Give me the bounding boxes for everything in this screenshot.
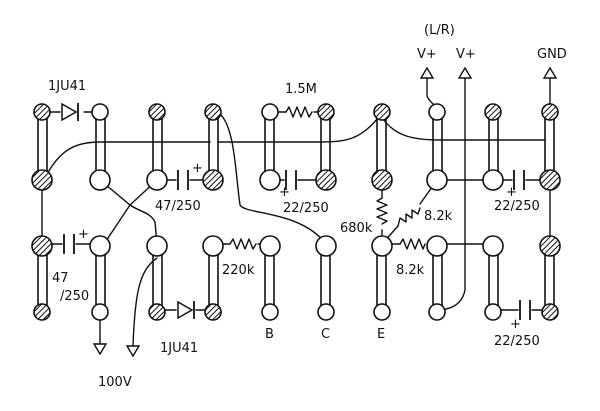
vplus-2-arrow-icon (457, 66, 473, 79)
label-supply-100v: 100V (98, 375, 132, 390)
plus-sign-cap-left: + (78, 227, 89, 242)
label-capacitor-47-left-b: /250 (60, 289, 89, 304)
plus-sign-cap-22-mid: + (279, 185, 290, 200)
gnd-arrow-icon (542, 66, 558, 79)
label-gnd: GND (537, 47, 567, 62)
capacitor-47-250-left (63, 234, 75, 254)
label-diode-bottom: 1JU41 (160, 341, 198, 356)
capacitor-22-250-right-top (513, 170, 525, 190)
label-lr: (L/R) (424, 23, 455, 38)
label-resistor-220k: 220k (222, 263, 255, 278)
label-capacitor-22-250-right-top: 22/250 (494, 199, 540, 214)
diode-bottom (177, 300, 195, 320)
label-pin-c: C (321, 327, 330, 342)
label-vplus-2: V+ (456, 47, 476, 62)
label-pin-e: E (377, 327, 385, 342)
label-vplus-1: V+ (417, 47, 437, 62)
plus-sign-cap-right-top: + (506, 185, 517, 200)
capacitor-22-250-right-bottom (519, 300, 531, 320)
terminal-posts (31, 103, 561, 321)
label-resistor-8-2k-top: 8.2k (424, 209, 453, 224)
capacitor-47-250-mid (177, 170, 189, 190)
label-resistor-1-5m: 1.5M (285, 82, 317, 97)
plus-sign-cap-mid: + (192, 161, 203, 176)
output-arrow-left-icon (92, 343, 108, 356)
label-resistor-680k: 680k (340, 221, 373, 236)
label-capacitor-22-250-mid: 22/250 (283, 201, 329, 216)
label-capacitor-47-250-mid: 47/250 (155, 199, 201, 214)
plus-sign-cap-right-bottom: + (510, 317, 521, 332)
components (61, 66, 558, 358)
label-diode-top: 1JU41 (48, 79, 86, 94)
resistor-1-5m (285, 106, 313, 118)
vplus-1-arrow-icon (419, 66, 435, 79)
label-capacitor-22-250-right-bottom: 22/250 (494, 334, 540, 349)
resistor-8-2k-top (397, 207, 421, 227)
supply-100v-arrow-icon (125, 345, 141, 358)
resistor-8-2k-bottom (399, 238, 426, 250)
label-pin-b: B (265, 327, 274, 342)
labels: (L/R) V+ V+ GND 1JU41 1JU41 1.5M 47/250 … (48, 23, 567, 390)
resistor-220k (229, 238, 257, 250)
diode-top (61, 102, 79, 122)
label-capacitor-47-left-a: 47 (52, 271, 69, 286)
resistor-680k (376, 197, 388, 225)
label-resistor-8-2k-bottom: 8.2k (396, 263, 425, 278)
capacitor-22-250-mid (285, 170, 297, 190)
